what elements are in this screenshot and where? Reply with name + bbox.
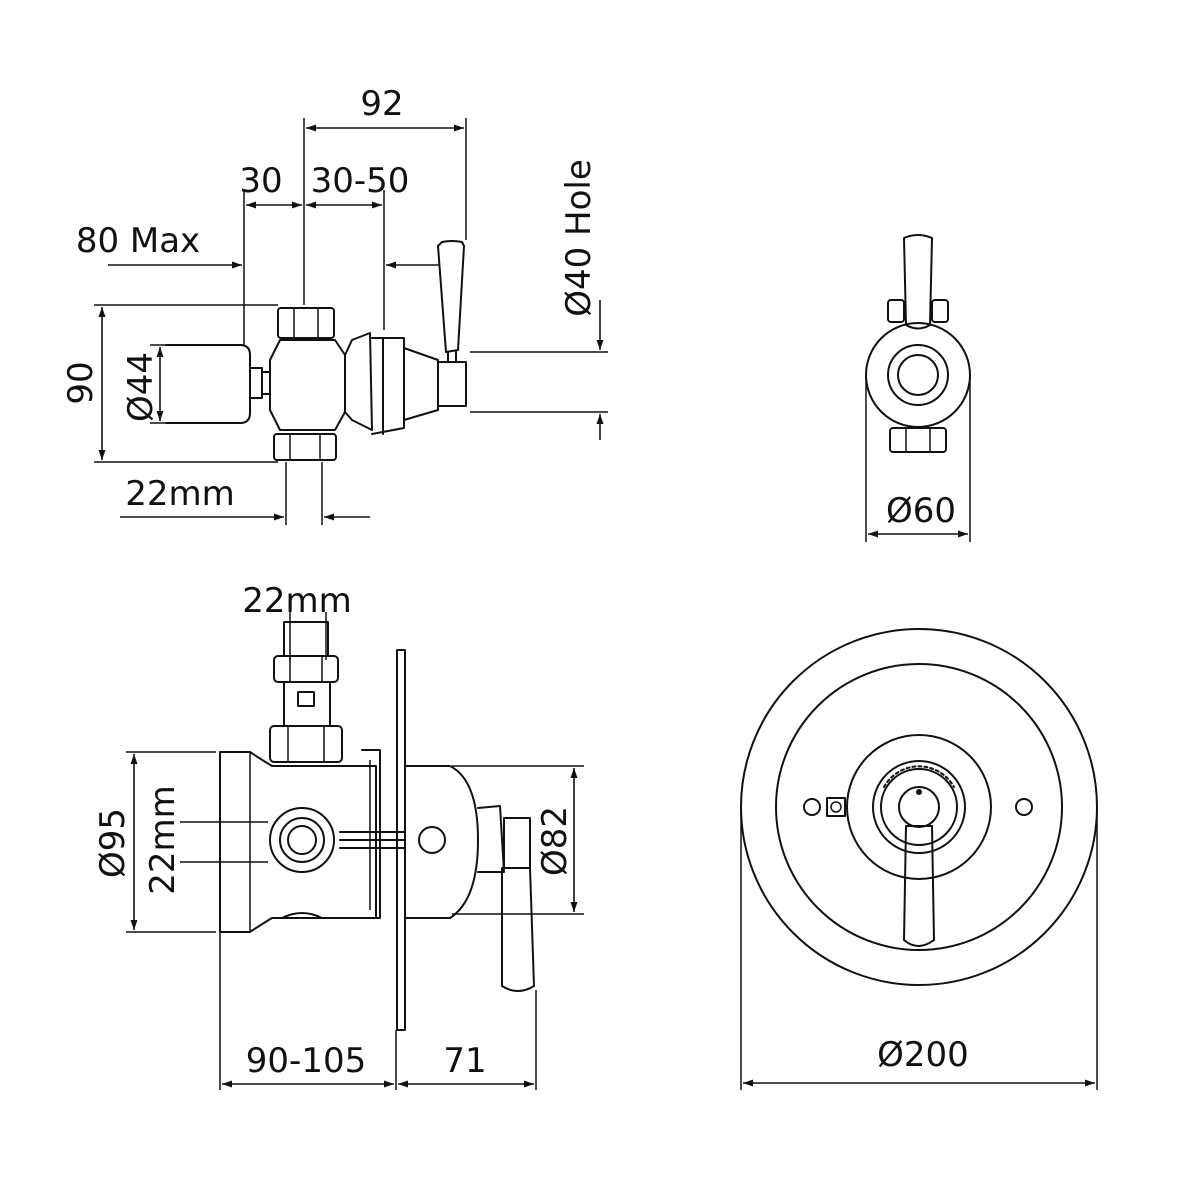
side-view-top: 92 30 30-50 80 Max 90 Ø44 Ø40 Hole 22mm	[61, 84, 608, 525]
dim-90-105-label: 90-105	[246, 1041, 366, 1081]
escutcheon-large	[846, 734, 992, 880]
dim-200-label: Ø200	[877, 1035, 969, 1075]
dim-22mm-top-label: 22mm	[242, 581, 352, 621]
dim-80-max-label: 80 Max	[76, 221, 200, 261]
trim-sleeve	[403, 347, 439, 421]
front-lever	[903, 234, 933, 330]
dim-90-label: 90	[61, 361, 101, 404]
stop-pin	[826, 797, 846, 817]
dim-92-label: 92	[360, 84, 403, 124]
handle-hub	[437, 361, 467, 407]
inlet-lower-nut	[269, 725, 343, 763]
lever-front	[903, 825, 935, 947]
wall-plate-circle	[740, 628, 1098, 986]
wall-plate	[396, 649, 406, 1031]
cartridge-cap	[165, 344, 251, 424]
dim-95-label: Ø95	[93, 808, 133, 878]
lever-bottom	[501, 867, 535, 992]
dim-30-50-label: 30-50	[311, 161, 410, 201]
dim-60-label: Ø60	[886, 491, 956, 531]
dim-30-label: 30	[239, 161, 282, 201]
bottom-nut	[273, 433, 337, 461]
side-view-bottom: 22mm	[93, 581, 584, 1090]
dim-71-label: 71	[443, 1041, 486, 1081]
dim-44-label: Ø44	[121, 352, 161, 422]
dim-22mm-label: 22mm	[125, 474, 235, 514]
dim-22mm-side-label: 22mm	[143, 785, 183, 895]
lever-handle	[437, 240, 465, 353]
shroud	[371, 337, 405, 435]
dim-82-label: Ø82	[535, 806, 575, 876]
front-view-bottom: Ø200	[740, 628, 1098, 1090]
spindle-stub	[249, 367, 263, 399]
front-view-top: Ø60	[865, 234, 971, 542]
outlet-port	[269, 807, 335, 873]
screw-right	[1015, 798, 1033, 816]
shroud-bottom	[404, 765, 479, 919]
trim-bottom	[477, 805, 505, 873]
top-nut	[277, 307, 335, 339]
dim-40-hole-label: Ø40 Hole	[559, 159, 599, 317]
valve-body-bottom	[219, 751, 377, 933]
screw-left	[803, 798, 821, 816]
flange	[344, 332, 373, 431]
valve-body	[269, 339, 346, 431]
inlet-nut	[273, 655, 339, 683]
escutcheon-small	[865, 322, 971, 428]
handle-hub-bottom	[503, 817, 531, 869]
